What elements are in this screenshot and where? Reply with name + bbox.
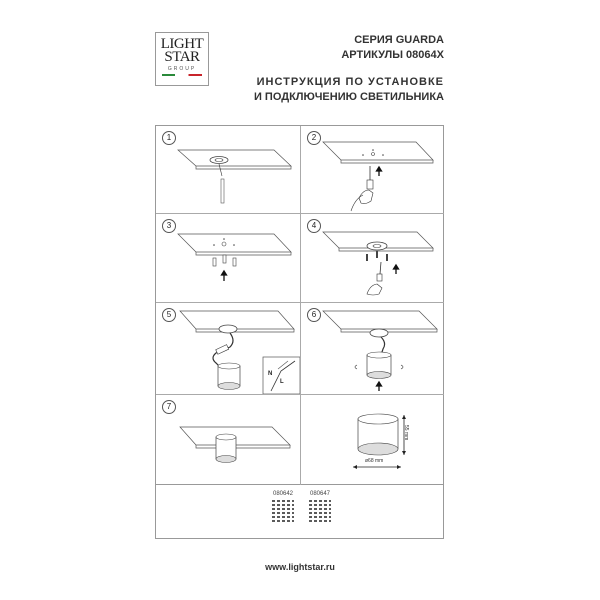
- qr-codes-panel: 080642 080647: [155, 485, 444, 539]
- qr-label: 080642: [272, 491, 294, 497]
- logo-line2: STAR: [164, 49, 200, 65]
- step-7: 7: [156, 395, 300, 485]
- step-number: 3: [162, 219, 176, 233]
- italian-flag-stripe: [162, 74, 202, 76]
- articles-title: АРТИКУЛЫ 08064X: [341, 49, 444, 61]
- connect-wires-illustration: N L: [179, 310, 300, 394]
- instruction-title-line2: И ПОДКЛЮЧЕНИЮ СВЕТИЛЬНИКА: [253, 91, 444, 103]
- dimensions-illustration: [353, 413, 406, 469]
- diameter-dimension: ø68 mm: [365, 458, 384, 464]
- step-4: 4: [301, 214, 445, 302]
- attach-luminaire-illustration: [322, 310, 438, 391]
- qr-code-icon: [272, 500, 294, 522]
- step-number: 2: [307, 131, 321, 145]
- instruction-title-line1: ИНСТРУКЦИЯ ПО УСТАНОВКЕ: [256, 76, 444, 88]
- logo-line3: GROUP: [167, 66, 197, 72]
- step-5: 5 N L: [156, 303, 300, 394]
- step-number: 6: [307, 308, 321, 322]
- brand-logo: LIGHT STAR GROUP: [155, 32, 209, 86]
- qr-code-item[interactable]: 080647: [305, 491, 335, 522]
- installed-luminaire-illustration: [179, 426, 291, 463]
- ceiling-drill-illustration: [177, 149, 292, 204]
- grid-divider: [156, 302, 444, 303]
- step-2: 2: [301, 126, 445, 213]
- qr-code-icon: [309, 500, 331, 522]
- grid-divider: [156, 213, 444, 214]
- series-title: СЕРИЯ GUARDA: [354, 34, 444, 46]
- svg-text:N: N: [268, 371, 272, 377]
- height-dimension: 55 mm: [403, 425, 409, 441]
- step-6: 6: [301, 303, 445, 394]
- grid-divider: [300, 126, 301, 485]
- step-number: 7: [162, 400, 176, 414]
- insert-dowels-illustration: [177, 233, 292, 281]
- grid-divider: [156, 394, 444, 395]
- drill-holes-illustration: [322, 141, 434, 212]
- step-number: 1: [162, 131, 176, 145]
- step-1: 1: [156, 126, 300, 213]
- website-url[interactable]: www.lightstar.ru: [265, 562, 335, 572]
- mount-plate-illustration: [322, 231, 434, 296]
- dimensions-panel: 55 mm ø68 mm: [301, 395, 445, 485]
- step-number: 4: [307, 219, 321, 233]
- logo-line1: LIGHT: [160, 36, 204, 52]
- qr-code-item[interactable]: 080642: [268, 491, 298, 522]
- steps-grid: 1 2 3: [155, 125, 444, 485]
- step-3: 3: [156, 214, 300, 302]
- qr-label: 080647: [309, 491, 331, 497]
- svg-text:L: L: [280, 379, 284, 385]
- step-number: 5: [162, 308, 176, 322]
